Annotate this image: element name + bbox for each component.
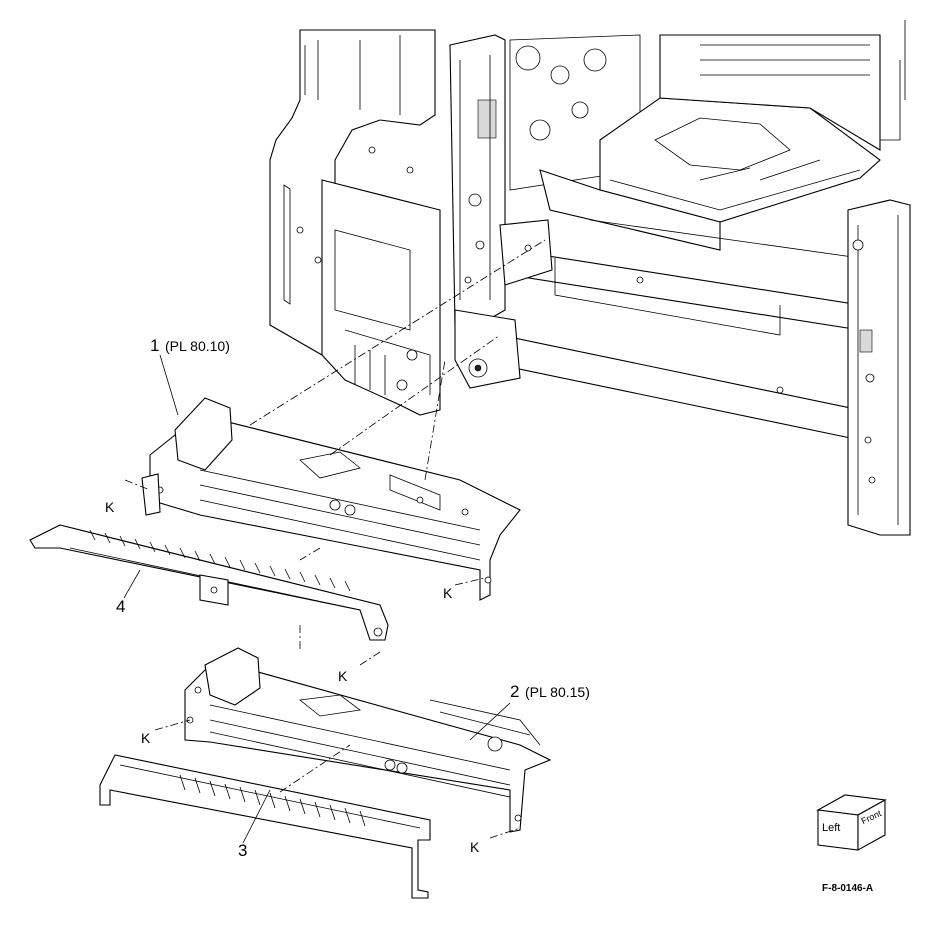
screw-mark-k: K [470,839,480,855]
part-3-number: 3 [238,841,248,860]
screw-mark-k: K [105,499,115,515]
screw-mark-k: K [141,730,151,746]
screw-mark-k: K [443,585,453,601]
part-4-number: 4 [116,597,126,616]
part-2-reference: (PL 80.15) [525,684,590,700]
orientation-cube [816,794,887,851]
screw-mark-k: K [338,668,348,684]
part-4-guide [29,524,389,641]
part-2-number: 2 [510,682,520,701]
figure-id: F-8-0146-A [822,883,874,894]
part-1-reference: (PL 80.10) [165,338,230,354]
assembly-2-transport [184,647,552,833]
install-guide-lines [124,239,546,839]
printer-frame [269,20,911,536]
assembly-1-transport [141,397,521,601]
part-1-number: 1 [150,336,160,355]
part-3-cover [99,754,431,899]
leader-lines [123,354,511,844]
cube-left-label: Left [822,822,841,834]
